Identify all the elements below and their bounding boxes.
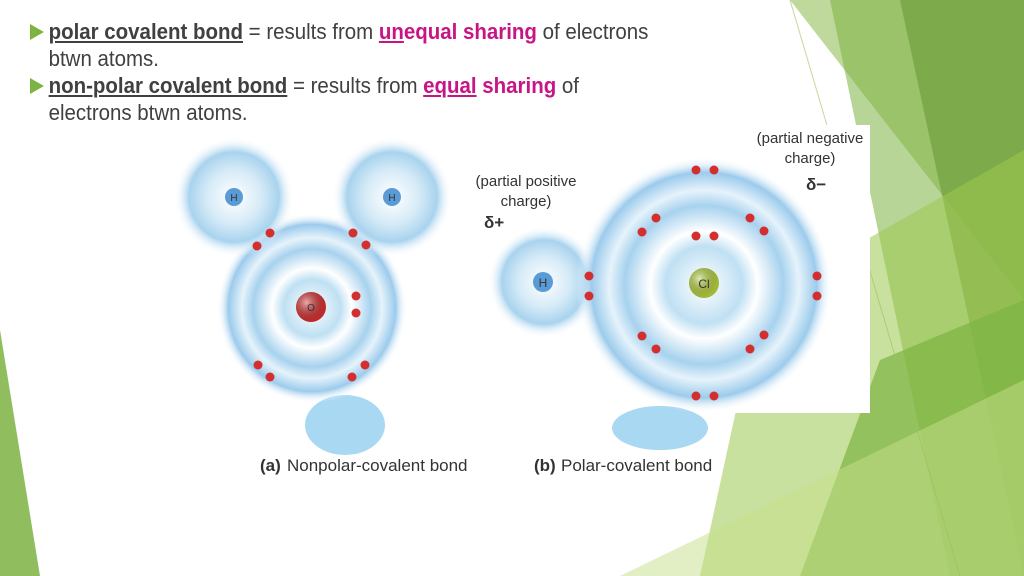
- caption-a-prefix: (a): [260, 456, 281, 475]
- highlight-un: un: [378, 19, 404, 44]
- electron: [265, 228, 275, 238]
- caption-a: Nonpolar-covalent bond: [287, 456, 468, 475]
- continuation-text: electrons btwn atoms.: [48, 100, 248, 125]
- electron: [347, 372, 357, 382]
- electron: [637, 331, 647, 341]
- atom-label: O: [307, 303, 315, 314]
- electron: [812, 271, 822, 281]
- partial-negative-label: (partial negative: [757, 130, 864, 147]
- polar-panel: H Cl (partial positive: [462, 125, 870, 450]
- electron: [361, 240, 371, 250]
- caption-b-prefix: (b): [534, 456, 556, 475]
- rest-text: of: [556, 73, 579, 98]
- term-nonpolar: non-polar covalent bond: [48, 73, 288, 98]
- electron: [745, 213, 755, 223]
- delta-minus-symbol: δ−: [806, 175, 826, 194]
- electron: [691, 231, 701, 241]
- atom-label: H: [388, 193, 395, 204]
- electron: [691, 391, 701, 401]
- bullet-polar: polar covalent bond = results from unequ…: [30, 18, 737, 72]
- electron: [745, 344, 755, 354]
- electron: [691, 165, 701, 175]
- hydrogen-atom: H: [533, 272, 553, 292]
- bullet-nonpolar: non-polar covalent bond = results from e…: [30, 72, 737, 126]
- bullet-list: polar covalent bond = results from unequ…: [30, 18, 737, 126]
- electron: [651, 344, 661, 354]
- electron: [253, 360, 263, 370]
- overlap-cloud: [305, 395, 385, 455]
- electron: [637, 227, 647, 237]
- electron: [351, 291, 361, 301]
- electrons: [252, 228, 371, 382]
- partial-negative-label: charge): [785, 150, 836, 167]
- equals-text: = results from: [242, 19, 379, 44]
- rest-text: of electrons: [536, 19, 649, 44]
- electron: [812, 291, 822, 301]
- electron: [759, 330, 769, 340]
- equals-text: = results from: [287, 73, 424, 98]
- bullet-arrow-icon: [30, 24, 44, 40]
- partial-positive-label: charge): [501, 193, 552, 210]
- electron: [584, 291, 594, 301]
- caption-b: Polar-covalent bond: [561, 456, 712, 475]
- atom-label: H: [230, 193, 237, 204]
- hydrogen-atom: H: [225, 188, 243, 206]
- electron: [360, 360, 370, 370]
- highlight-sharing: sharing: [476, 73, 557, 98]
- partial-positive-label: (partial positive: [476, 173, 577, 190]
- atom-label: Cl: [698, 277, 709, 291]
- electron: [759, 226, 769, 236]
- oxygen-atom: O: [296, 292, 326, 322]
- highlight-equal: equal: [403, 19, 458, 44]
- electron: [584, 271, 594, 281]
- electron: [709, 391, 719, 401]
- electron: [351, 308, 361, 318]
- highlight-sharing: sharing: [457, 19, 537, 44]
- electron: [348, 228, 358, 238]
- delta-plus-symbol: δ+: [484, 213, 504, 232]
- chlorine-atom: Cl: [689, 268, 719, 298]
- term-polar: polar covalent bond: [48, 19, 243, 44]
- electrons: [584, 165, 822, 401]
- overlap-cloud: [612, 406, 708, 450]
- highlight-equal: equal: [423, 73, 477, 98]
- hydrogen-atom: H: [383, 188, 401, 206]
- electron: [265, 372, 275, 382]
- bullet-arrow-icon: [30, 78, 44, 94]
- continuation-text: btwn atoms.: [48, 46, 159, 71]
- nonpolar-panel: H H O: [174, 136, 466, 455]
- electron: [252, 241, 262, 251]
- atom-label: H: [539, 276, 548, 290]
- electron: [651, 213, 661, 223]
- electron: [709, 231, 719, 241]
- electron: [709, 165, 719, 175]
